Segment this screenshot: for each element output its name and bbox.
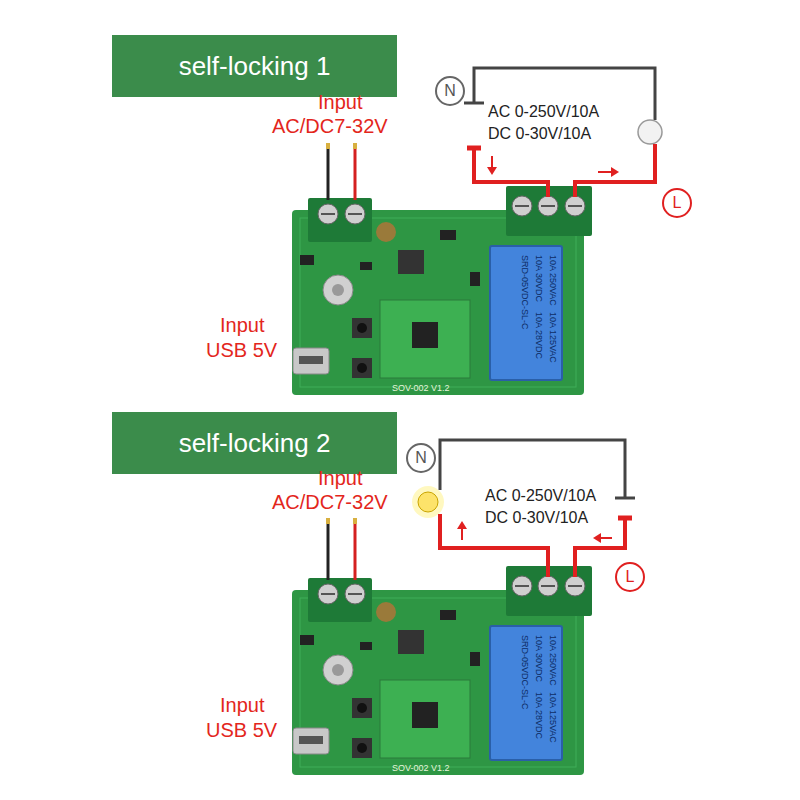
input-label: Input	[220, 313, 264, 337]
node-text: self-locking 1	[179, 51, 331, 81]
rating-label: DC 0-30V/10A	[488, 124, 591, 144]
rating-label: DC 0-30V/10A	[485, 508, 588, 528]
rating-label: AC 0-250V/10A	[485, 486, 596, 506]
relay-marking: SRD-05VDC-SL-C	[519, 255, 530, 330]
lamp	[638, 120, 662, 144]
board-marking: SOV-002 V1.2	[392, 383, 450, 394]
current-arrow	[457, 521, 467, 529]
lamp	[418, 492, 438, 512]
relay-marking: 10A 125VAC	[547, 312, 558, 363]
battery-plate	[618, 516, 632, 521]
battery-plate	[464, 102, 484, 105]
relay-marking: 10A 30VDC	[533, 255, 544, 302]
input-label: Input	[318, 466, 362, 490]
relay-marking: 10A 28VDC	[533, 312, 544, 359]
power-wire	[327, 145, 330, 200]
board-marking: SOV-002 V1.2	[392, 763, 450, 774]
relay-marking: 10A 250VAC	[547, 635, 558, 686]
relay-marking: 10A 28VDC	[533, 692, 544, 739]
wire-tip	[353, 143, 357, 149]
current-arrow	[600, 537, 612, 539]
battery-plate	[615, 497, 635, 500]
node-text: L	[626, 568, 635, 586]
input-label: USB 5V	[206, 338, 277, 362]
title-banner: self-locking 2	[112, 412, 397, 474]
lamp-glow	[412, 486, 444, 518]
node-text: N	[444, 82, 456, 100]
load-wire	[474, 150, 548, 197]
relay-board	[292, 186, 592, 395]
input-label: Input	[318, 90, 362, 114]
relay-marking: 10A 250VAC	[547, 255, 558, 306]
node-text: self-locking 2	[179, 428, 331, 458]
neutral-marker: N	[435, 76, 465, 106]
power-wire	[354, 145, 357, 200]
rating-label: AC 0-250V/10A	[488, 102, 599, 122]
current-arrow	[611, 167, 619, 177]
relay-marking: 10A 125VAC	[547, 692, 558, 743]
relay-board	[292, 566, 592, 775]
input-label: USB 5V	[206, 718, 277, 742]
current-arrow	[491, 156, 493, 168]
input-label: AC/DC7-32V	[272, 490, 388, 514]
relay-marking: 10A 30VDC	[533, 635, 544, 682]
wire-tip	[326, 143, 330, 149]
input-label: AC/DC7-32V	[272, 114, 388, 138]
current-arrow	[487, 167, 497, 175]
wire-tip	[326, 518, 330, 524]
power-wire	[327, 520, 330, 580]
power-wire	[354, 520, 357, 580]
battery-plate	[467, 146, 481, 151]
live-marker: L	[615, 562, 645, 592]
wire-tip	[353, 518, 357, 524]
node-text: N	[415, 449, 427, 467]
current-arrow	[461, 528, 463, 540]
node-text: L	[673, 194, 682, 212]
current-arrow	[593, 533, 601, 543]
input-label: Input	[220, 693, 264, 717]
current-arrow	[598, 171, 612, 173]
neutral-marker: N	[406, 443, 436, 473]
relay-marking: SRD-05VDC-SL-C	[519, 635, 530, 710]
load-wire	[575, 144, 655, 197]
live-marker: L	[662, 188, 692, 218]
title-banner: self-locking 1	[112, 35, 397, 97]
